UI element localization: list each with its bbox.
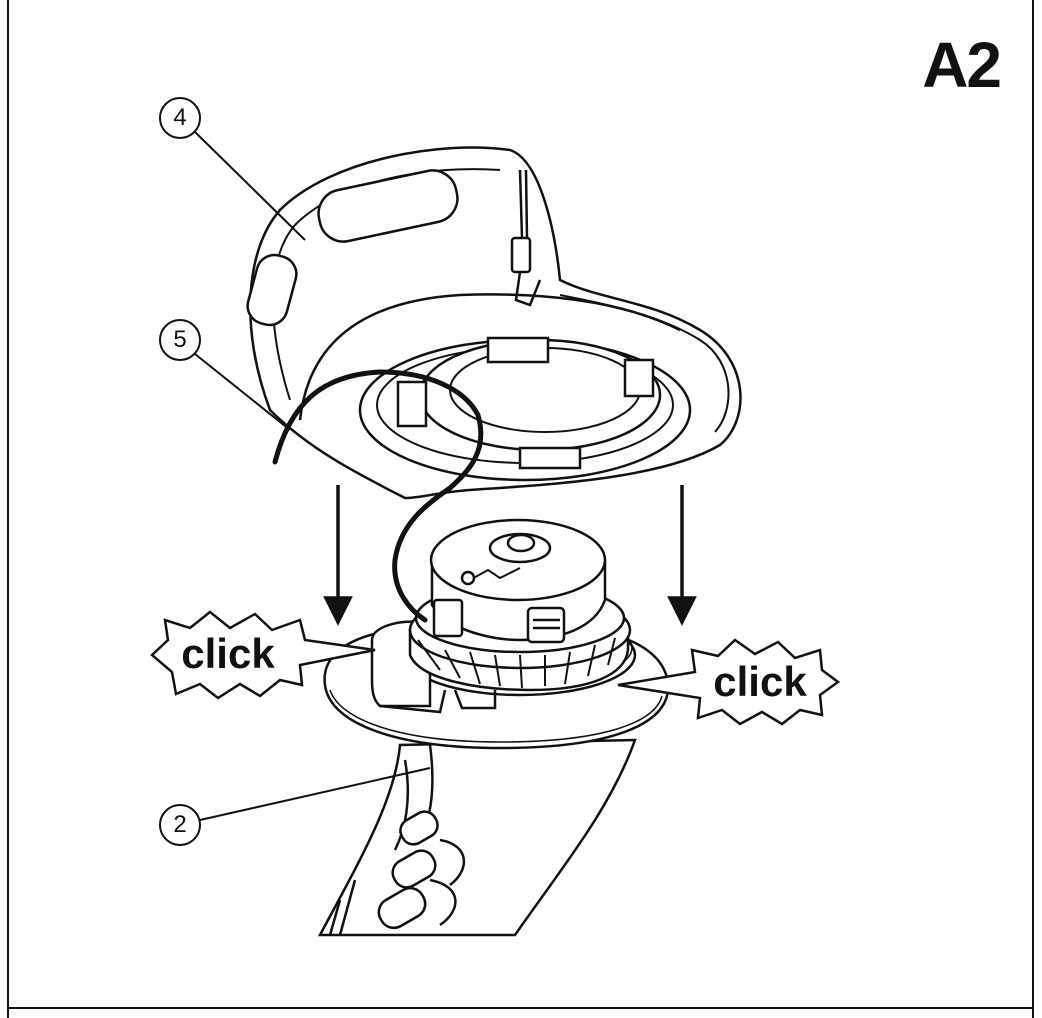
spool-cover [246,146,742,500]
callout-number-2: 2 [173,811,187,838]
trimmer-shaft [317,738,637,937]
callout-number-5: 5 [173,326,187,353]
click-burst-right [617,638,841,726]
click-burst-left [150,610,376,700]
down-arrow-left [323,485,353,626]
spool-head [408,518,632,692]
page-border [7,0,1034,1018]
click-label-left: click [181,630,275,677]
down-arrow-right [667,485,697,626]
panel-label: A2 [922,29,1002,101]
callout-4-marker [159,97,306,241]
callout-number-4: 4 [173,104,187,131]
click-label-right: click [713,658,807,705]
callout-5-marker [159,319,291,431]
callout-2-marker [159,767,431,846]
trimmer-line [272,369,484,623]
